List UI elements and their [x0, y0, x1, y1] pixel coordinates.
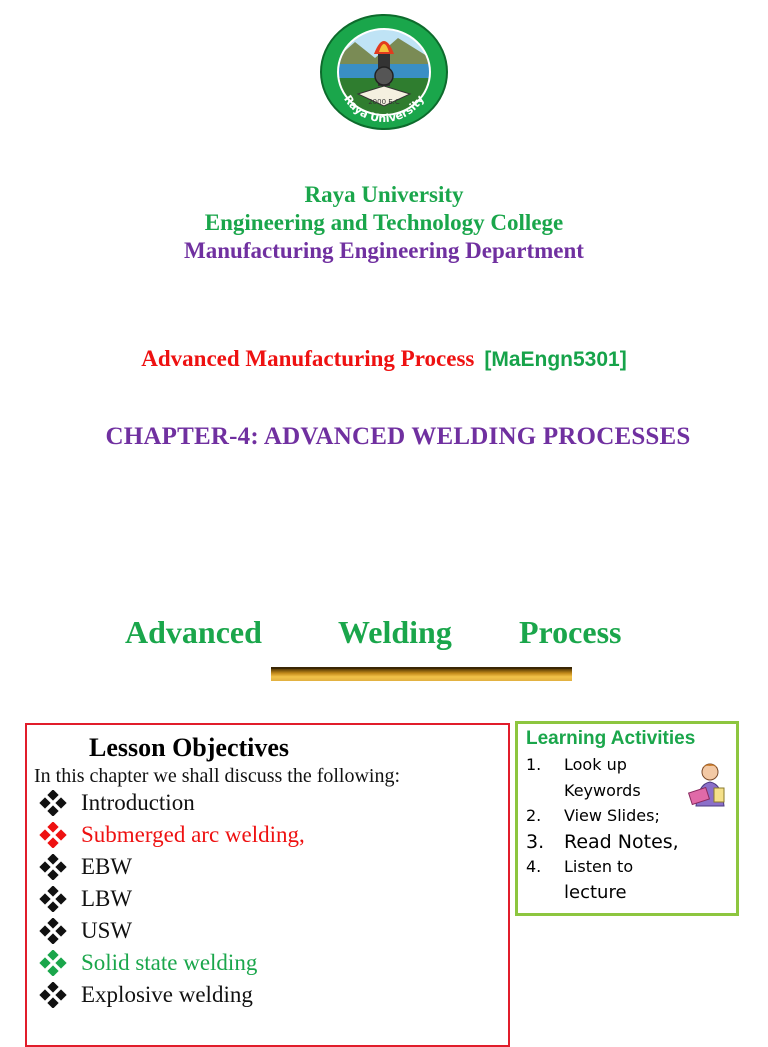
diamond-bullet-icon	[39, 822, 67, 848]
objective-item: Explosive welding	[36, 981, 253, 1009]
activity-number: 3.	[526, 831, 545, 853]
chapter-title: CHAPTER-4: ADVANCED WELDING PROCESSES	[105, 423, 691, 450]
diamond-bullet-icon	[39, 854, 67, 880]
objective-text: EBW	[81, 854, 133, 879]
course-line: Advanced Manufacturing Process [MaEngn530…	[0, 346, 768, 372]
section-title-word-1: Advanced	[125, 614, 262, 650]
course-name: Advanced Manufacturing Process	[141, 346, 475, 371]
objective-item: Introduction	[36, 789, 195, 817]
objective-text: Solid state welding	[81, 950, 258, 975]
activity-number: 1.	[526, 755, 542, 774]
activity-text: Look up	[564, 755, 627, 774]
logo-year: 2000 E.C	[368, 98, 400, 106]
university-name: Raya University	[304, 182, 464, 207]
diamond-bullet-icon	[39, 886, 67, 912]
objective-text: Introduction	[81, 790, 195, 815]
diamond-bullet-icon	[39, 982, 67, 1008]
diamond-bullet-icon	[39, 790, 67, 816]
learning-activities-box	[515, 721, 739, 916]
objective-text: Explosive welding	[81, 982, 253, 1007]
objective-item: USW	[36, 917, 132, 945]
objective-item: LBW	[36, 885, 132, 913]
department-name: Manufacturing Engineering Department	[184, 238, 584, 263]
objective-text: LBW	[81, 886, 133, 911]
activity-text: Keywords	[564, 781, 641, 800]
learning-activities-title: Learning Activities	[526, 728, 696, 749]
title-underline-bar	[271, 667, 572, 681]
university-logo: Raya University 2000 E.C	[320, 14, 448, 130]
college-name: Engineering and Technology College	[204, 210, 564, 235]
objective-text: USW	[81, 918, 133, 943]
lesson-objectives-title: Lesson Objectives	[89, 733, 290, 762]
objective-item: EBW	[36, 853, 132, 881]
objective-item: Solid state welding	[36, 949, 257, 977]
section-title-word-2: Welding	[338, 614, 452, 650]
activity-text: lecture	[564, 882, 627, 903]
diamond-bullet-icon	[39, 918, 67, 944]
section-title-word-3: Process	[519, 614, 622, 650]
activity-number: 2.	[526, 806, 542, 825]
student-reading-icon	[687, 763, 725, 807]
diamond-bullet-icon	[39, 950, 67, 976]
course-code: [MaEngn5301]	[484, 348, 627, 371]
activity-text: View Slides;	[564, 806, 660, 825]
activity-text: Listen to	[564, 857, 634, 876]
activity-text: Read Notes,	[564, 831, 679, 853]
activity-number: 4.	[526, 857, 542, 876]
lesson-objectives-intro: In this chapter we shall discuss the fol…	[34, 765, 401, 787]
objective-text: Submerged arc welding,	[81, 822, 305, 847]
objective-item: Submerged arc welding,	[36, 821, 305, 849]
